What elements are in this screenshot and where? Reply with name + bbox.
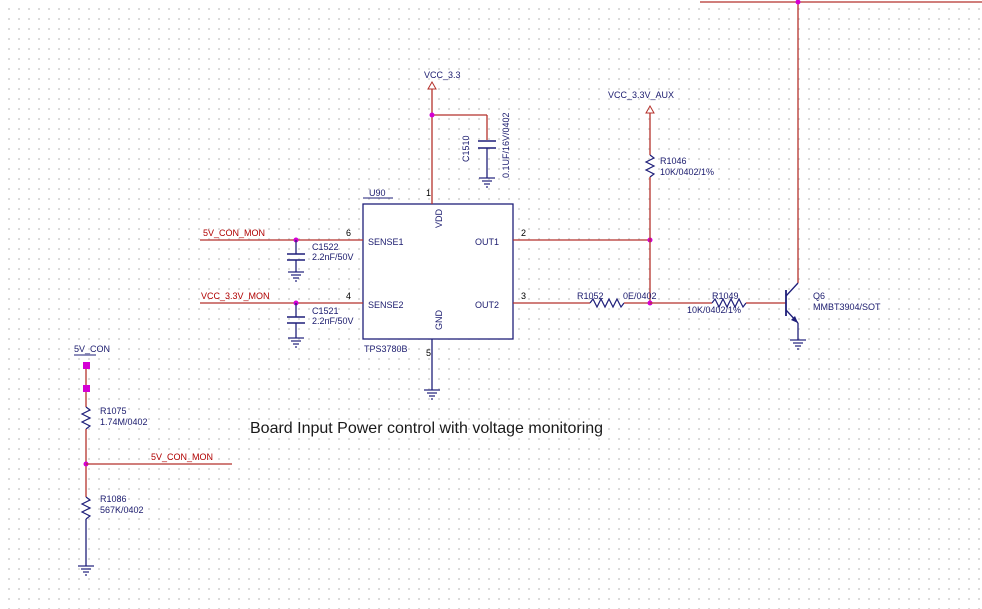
u90-pin-vdd: VDD <box>434 208 444 228</box>
u90-pin-num-5: 5 <box>426 348 431 358</box>
out2-wire <box>513 297 786 309</box>
c1522-ref: C1522 <box>312 242 339 252</box>
c1522-value: 2.2nF/50V <box>312 252 354 262</box>
u90-pin-num-6: 6 <box>346 228 351 238</box>
top-output-wire <box>700 0 982 283</box>
u90-ref: U90 <box>369 188 386 198</box>
c1521-value: 2.2nF/50V <box>312 316 354 326</box>
net-vcc33-mon-label: VCC_3.3V_MON <box>201 291 270 301</box>
u90-pin-out1: OUT1 <box>475 237 499 247</box>
u90-ic[interactable] <box>362 197 514 340</box>
c1522-ground-icon <box>287 271 305 282</box>
c1510-value: 0.1UF/16V/0402 <box>501 112 511 178</box>
u90-pin-gnd: GND <box>434 310 444 331</box>
q6-transistor[interactable] <box>785 282 799 340</box>
net-5v-con-label: 5V_CON <box>74 344 110 354</box>
u90-pin-num-3: 3 <box>521 291 526 301</box>
q6-ground-icon <box>789 339 807 350</box>
r1075-ref: R1075 <box>100 406 127 416</box>
u90-pin-sense1: SENSE1 <box>368 237 404 247</box>
r1049-ref: R1049 <box>712 291 739 301</box>
vcc33-power-wire <box>427 80 488 204</box>
net-5v-con-mon-label-1: 5V_CON_MON <box>203 228 265 238</box>
u90-pin-num-4: 4 <box>346 291 351 301</box>
r1075-value: 1.74M/0402 <box>100 417 148 427</box>
out1-wire <box>513 104 656 303</box>
c1510-ref: C1510 <box>461 135 471 162</box>
r1086-ref: R1086 <box>100 494 127 504</box>
r1046-ref: R1046 <box>660 156 687 166</box>
u90-ground-icon <box>423 389 441 400</box>
divider-wire <box>74 354 232 566</box>
q6-value: MMBT3904/SOT <box>813 302 881 312</box>
r1049-value: 10K/0402/1% <box>687 305 741 315</box>
r1086-value: 567K/0402 <box>100 505 144 515</box>
r1052-value: 0E/0402 <box>623 291 657 301</box>
vcc33-aux-label: VCC_3.3V_AUX <box>608 90 674 100</box>
r1052-ref: R1052 <box>577 291 604 301</box>
r1046-value: 10K/0402/1% <box>660 167 714 177</box>
c1510-capacitor[interactable] <box>478 140 496 178</box>
divider-ground-icon <box>77 565 95 576</box>
vcc33-label: VCC_3.3 <box>424 70 461 80</box>
sense2-wire <box>200 300 363 338</box>
sense1-wire <box>200 237 363 272</box>
schematic-title: Board Input Power control with voltage m… <box>250 420 603 437</box>
u90-pin-num-2: 2 <box>521 228 526 238</box>
c1510-ground-icon <box>478 177 496 188</box>
u90-pin-sense2: SENSE2 <box>368 300 404 310</box>
u90-pin-num-1: 1 <box>426 188 431 198</box>
c1521-ref: C1521 <box>312 306 339 316</box>
c1521-ground-icon <box>287 337 305 348</box>
net-5v-con-mon-label-2: 5V_CON_MON <box>151 452 213 462</box>
q6-ref: Q6 <box>813 291 825 301</box>
u90-pin-out2: OUT2 <box>475 300 499 310</box>
u90-part: TPS3780B <box>364 344 408 354</box>
